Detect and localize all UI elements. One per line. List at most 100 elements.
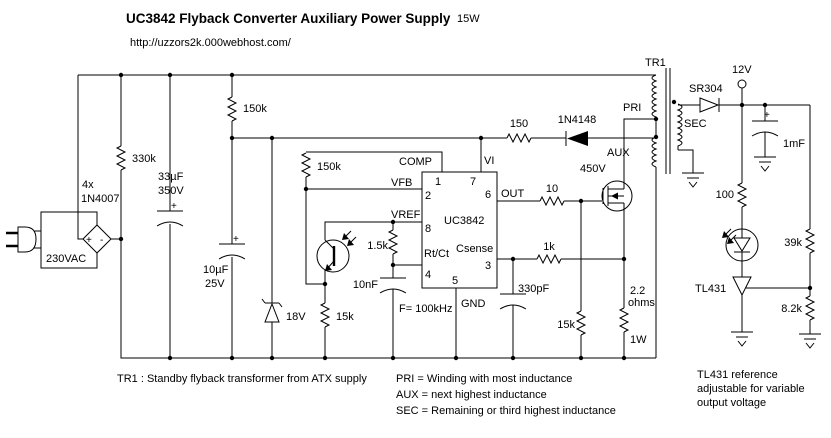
label-pin6: 6 — [485, 189, 491, 201]
label-pin2: 2 — [425, 190, 431, 202]
opto-led — [722, 228, 759, 262]
label-r-led: 100 — [716, 189, 734, 201]
wire-timing-network — [392, 222, 422, 358]
light-arrow-2-head — [347, 239, 354, 246]
note-sec: SEC = Remaining or third highest inducta… — [396, 405, 616, 417]
transformer-tr1 — [651, 68, 683, 174]
url-text: http://uzzors2k.000webhost.com/ — [130, 37, 292, 49]
label-r-shunt-value: 2.2 — [630, 285, 645, 297]
mosfet-body — [601, 180, 633, 212]
wire-csense — [497, 258, 624, 358]
ground-sec — [682, 172, 704, 188]
label-c-cs: 330pF — [518, 283, 549, 295]
wire-sec-ground — [678, 149, 694, 173]
label-bridge-part: 1N4007 — [81, 193, 120, 205]
label-pin7: 7 — [470, 176, 476, 188]
label-pin1: 1 — [435, 176, 441, 188]
page-title: UC3842 Flyback Converter Auxiliary Power… — [126, 11, 451, 26]
mains-box — [40, 211, 98, 269]
junction-dots — [118, 72, 813, 361]
mosfet-arrow — [611, 192, 618, 200]
resistor-divider-8k2 — [804, 295, 816, 321]
label-mosfet-voltage: 450V — [580, 163, 606, 175]
label-r-gate-pd: 15k — [557, 319, 575, 331]
label-r-div-upper: 39k — [784, 237, 802, 249]
zener-18v — [261, 298, 283, 323]
ground-divider — [799, 333, 821, 349]
label-signal-comp: COMP — [399, 156, 432, 168]
label-shunt-reg: TL431 — [695, 283, 726, 295]
label-d-out: SR304 — [689, 83, 723, 95]
cap-bulk-33uf — [156, 210, 184, 227]
note-tl431-line1: TL431 reference — [697, 369, 778, 381]
ic-uc3842-box — [421, 171, 498, 289]
label-transformer: TR1 — [645, 57, 666, 69]
opto-collector — [324, 239, 335, 250]
plug-prongs — [6, 231, 18, 248]
ground-tl431 — [731, 331, 753, 347]
opto-led-body — [725, 228, 759, 262]
wire-vref-line — [324, 221, 422, 240]
wire-hv-top-rail — [77, 74, 656, 240]
label-r-startup: 150k — [243, 103, 267, 115]
diodes — [261, 97, 720, 323]
resistor-timing-1k5 — [387, 229, 399, 255]
label-c-bulk-value: 33µF — [158, 171, 184, 183]
led-arrow-1-head — [722, 231, 729, 238]
wire-vfb-line — [305, 188, 422, 285]
output-terminal-12v — [737, 79, 747, 89]
label-signal-vref: VREF — [391, 209, 421, 221]
label-r-shunt-unit: ohms — [628, 297, 655, 309]
label-c-out-plus: + — [764, 110, 770, 121]
ground-symbols — [682, 156, 821, 349]
phase-dot-sec — [671, 99, 677, 105]
diode-sr304 — [699, 97, 720, 113]
capacitors — [156, 120, 779, 310]
label-r-shunt-power: 1W — [630, 334, 647, 346]
resistor-bleeder-330k — [115, 145, 127, 171]
opto-emitter-arrow — [325, 264, 332, 271]
label-winding-pri: PRI — [623, 102, 641, 114]
opto-transistor-body — [316, 239, 350, 273]
diode-1n4148 — [567, 131, 588, 146]
label-c-vcc-value: 10µF — [203, 264, 229, 276]
label-r-timing: 1.5k — [367, 240, 388, 252]
label-signal-out: OUT — [501, 188, 525, 200]
transformer-core — [665, 68, 671, 174]
label-pin5: 5 — [452, 275, 458, 287]
label-r-div-lower: 8.2k — [781, 303, 802, 315]
label-bridge-plus: + — [86, 235, 92, 246]
label-r-fb: 15k — [336, 311, 354, 323]
cap-output-1mf — [751, 120, 779, 137]
winding-aux — [651, 136, 658, 168]
note-aux: AUX = next highest inductance — [396, 389, 547, 401]
label-mains: 230VAC — [46, 253, 86, 265]
label-r-vi: 150 — [510, 118, 528, 130]
note-tr1: TR1 : Standby flyback transformer from A… — [117, 373, 367, 385]
power-rating: 15W — [457, 13, 480, 25]
note-pri: PRI = Winding with most inductance — [396, 373, 572, 385]
light-arrow-1-head — [342, 233, 349, 240]
opto-led-triangle — [733, 237, 751, 252]
label-r-cs: 1k — [543, 241, 555, 253]
winding-sec — [676, 103, 683, 150]
label-c-out: 1mF — [783, 138, 805, 150]
cap-cs-330pf — [499, 293, 527, 310]
labels: UC3842 Flyback Converter Auxiliary Power… — [46, 11, 805, 417]
winding-pri — [651, 74, 658, 137]
opto-transistor — [316, 230, 357, 273]
label-winding-sec: SEC — [684, 118, 707, 130]
label-r-gate: 10 — [546, 183, 558, 195]
tl431-symbol — [732, 276, 752, 297]
label-c-bulk-plus: + — [171, 201, 177, 212]
label-signal-vfb: VFB — [391, 177, 412, 189]
label-pin4: 4 — [425, 269, 431, 281]
label-c-bulk-voltage: 350V — [158, 185, 184, 197]
label-r-comp: 150k — [317, 161, 341, 173]
resistor-vi-150 — [506, 132, 532, 144]
label-signal-gnd: GND — [461, 298, 486, 310]
bridge-rectifier — [82, 224, 112, 254]
label-r-bleeder: 330k — [132, 153, 156, 165]
resistor-gate-10 — [539, 195, 565, 207]
